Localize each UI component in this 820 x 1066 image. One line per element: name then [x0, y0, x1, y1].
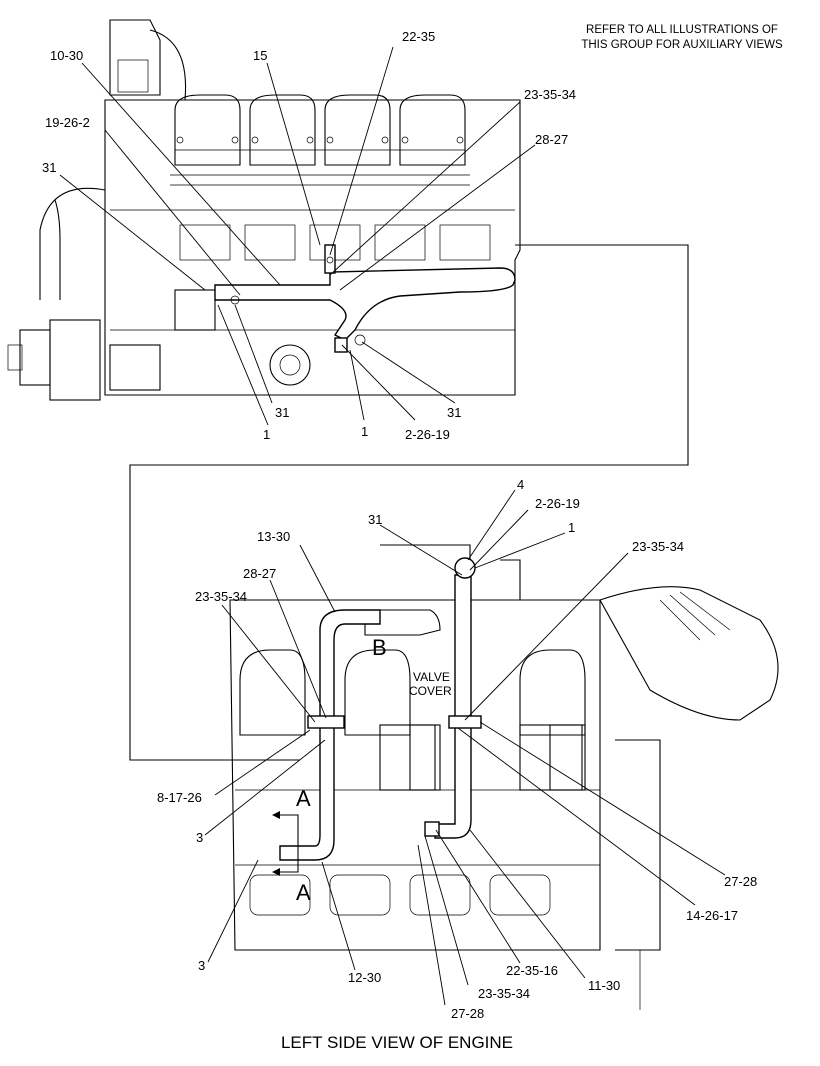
valve-cover-label-line-2: COVER [409, 684, 452, 698]
callout-31-bottom: 31 [368, 512, 382, 527]
callout-3-lower: 3 [198, 958, 205, 973]
callout-31-top-mid: 31 [275, 405, 289, 420]
callout-23-35-34-top: 23-35-34 [524, 87, 576, 102]
callout-23-35-34-bottom-right: 23-35-34 [632, 539, 684, 554]
callout-27-28-bottom: 27-28 [451, 1006, 484, 1021]
callout-3-upper: 3 [196, 830, 203, 845]
head-bolts-top [176, 136, 464, 144]
callout-31-top-left: 31 [42, 160, 56, 175]
note-line-1: REFER TO ALL ILLUSTRATIONS OF [586, 24, 778, 36]
figure-caption: LEFT SIDE VIEW OF ENGINE [281, 1033, 513, 1052]
valve-cover-label-line-1: VALVE [413, 670, 450, 684]
view-marker-a-top: A [296, 786, 311, 811]
callout-1-top-left: 1 [263, 427, 270, 442]
callout-8-17-26: 8-17-26 [157, 790, 202, 805]
callout-23-35-34-bottom-left: 23-35-34 [195, 589, 247, 604]
tube-assembly-bottom [279, 557, 482, 861]
callout-22-35: 22-35 [402, 29, 435, 44]
callout-1-top-mid: 1 [361, 424, 368, 439]
section-arrow-a [272, 811, 299, 876]
note-line-2: THIS GROUP FOR AUXILIARY VIEWS [581, 39, 783, 51]
callout-31-top-right: 31 [447, 405, 461, 420]
callout-11-30: 11-30 [588, 978, 620, 993]
callout-14-26-17: 14-26-17 [686, 908, 738, 923]
callout-12-30: 12-30 [348, 970, 381, 985]
callout-23-35-34-bottom: 23-35-34 [478, 986, 530, 1001]
callout-22-35-16: 22-35-16 [506, 963, 558, 978]
callout-19-26-2: 19-26-2 [45, 115, 90, 130]
bottom-engine-view [229, 544, 779, 1010]
leader-lines [59, 46, 726, 1006]
callout-1-bottom: 1 [568, 520, 575, 535]
callout-13-30: 13-30 [257, 529, 290, 544]
callout-2-26-19-top: 2-26-19 [405, 427, 450, 442]
valve-covers-bottom [239, 649, 586, 736]
view-marker-b: B [372, 635, 387, 660]
callout-28-27-bottom: 28-27 [243, 566, 276, 581]
callout-10-30: 10-30 [50, 48, 83, 63]
callout-2-26-19-bottom: 2-26-19 [535, 496, 580, 511]
callout-27-28-right: 27-28 [724, 874, 757, 889]
tube-assembly-top [214, 244, 516, 353]
cylinder-heads-top [170, 94, 470, 186]
view-marker-a-bottom: A [296, 880, 311, 905]
callout-15: 15 [253, 48, 267, 63]
callout-4: 4 [517, 477, 524, 492]
top-engine-view [7, 19, 689, 761]
callout-28-27-top: 28-27 [535, 132, 568, 147]
